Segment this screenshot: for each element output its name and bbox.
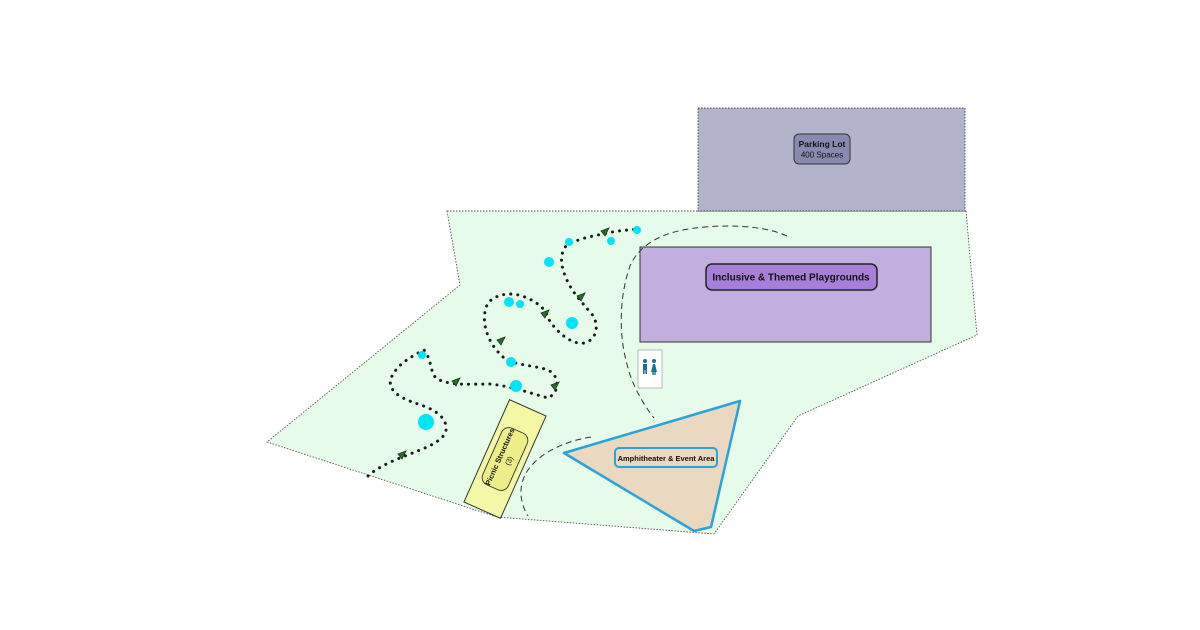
- trees: [397, 227, 610, 460]
- parking-lot-title: Parking Lot: [799, 139, 846, 149]
- tree-icon: [576, 292, 586, 302]
- water-feature-icon: [510, 380, 522, 392]
- tree-icon: [600, 227, 610, 237]
- tree-icon: [397, 450, 407, 460]
- water-feature-icon: [506, 357, 516, 367]
- water-feature-icon: [633, 226, 641, 234]
- amphitheater-title: Amphitheater & Event Area: [618, 454, 716, 463]
- amphitheater-label: Amphitheater & Event Area: [614, 447, 718, 468]
- dashed-path-south: [520, 436, 592, 517]
- water-feature-icon: [418, 414, 434, 430]
- restroom-building: [637, 349, 663, 389]
- water-feature-icon: [516, 300, 524, 308]
- dashed-path: [620, 225, 788, 419]
- water-feature-icon: [544, 257, 554, 267]
- water-feature-icon: [607, 237, 615, 245]
- restroom-icon: [643, 359, 657, 375]
- playground-label: Inclusive & Themed Playgrounds: [705, 263, 878, 291]
- picnic-structures: Picnic Structures (3): [463, 399, 547, 519]
- parking-lot-label: Parking Lot 400 Spaces: [793, 133, 851, 165]
- tree-icon: [550, 381, 560, 391]
- parking-lot: [697, 107, 966, 212]
- tree-icon: [496, 336, 506, 346]
- water-feature-icon: [418, 351, 426, 359]
- picnic-count: (3): [503, 454, 515, 466]
- parking-lot-capacity: 400 Spaces: [801, 151, 843, 160]
- water-feature-icon: [504, 297, 514, 307]
- tree-icon: [451, 377, 461, 387]
- tree-icon: [540, 309, 550, 319]
- nature-trail: [366, 227, 640, 478]
- water-feature-icon: [565, 238, 573, 246]
- playground-title: Inclusive & Themed Playgrounds: [712, 273, 870, 284]
- playground-area: [639, 246, 932, 343]
- water-feature-icon: [566, 317, 578, 329]
- water-features: [418, 226, 641, 430]
